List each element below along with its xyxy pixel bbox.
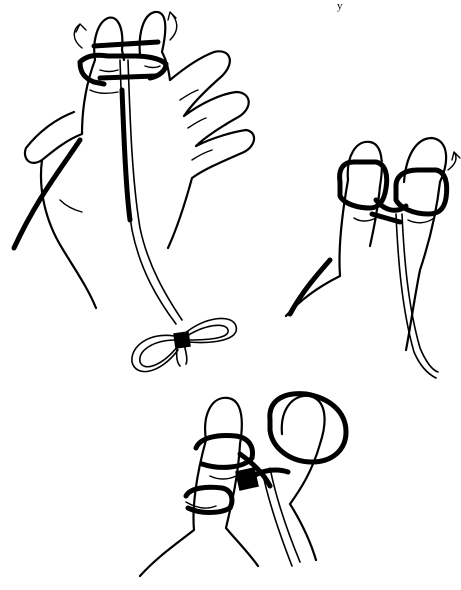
cord-trail-2c bbox=[290, 260, 330, 314]
cord-hanging-shadow bbox=[122, 90, 130, 220]
cord-wrap-left-a bbox=[196, 436, 252, 468]
fingers-outline-3 bbox=[140, 396, 325, 576]
arrow-2 bbox=[448, 152, 460, 170]
cord-band-fingers bbox=[94, 42, 158, 78]
arrow-right bbox=[168, 12, 177, 40]
panel-hand-with-cord bbox=[14, 12, 254, 372]
arrow-left bbox=[74, 24, 86, 48]
cord-knot-3 bbox=[236, 468, 258, 490]
cord-hanging-inner bbox=[128, 60, 182, 320]
top-edge-mark: y bbox=[337, 0, 343, 12]
bow-knot bbox=[132, 318, 237, 371]
cord-wrap-left-b bbox=[186, 487, 232, 512]
panel-two-fingers-wrap bbox=[286, 138, 460, 378]
panel-two-fingers-loop bbox=[140, 394, 346, 576]
